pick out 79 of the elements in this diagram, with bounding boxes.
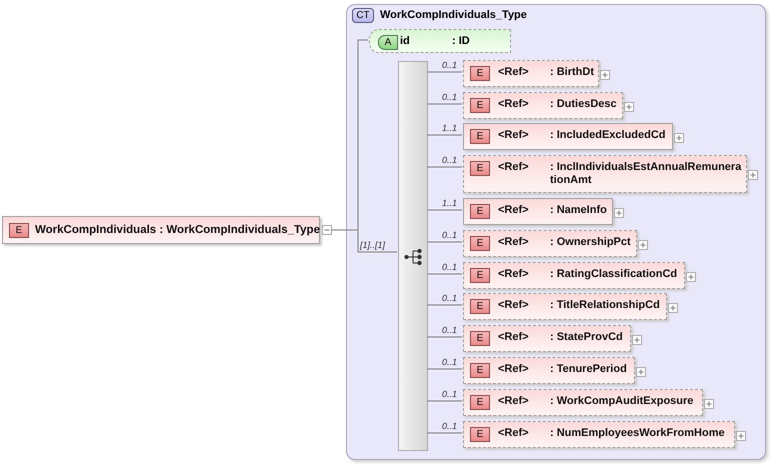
- element-name: : WorkCompAuditExposure: [550, 395, 694, 407]
- ref-label: <Ref>: [498, 129, 529, 141]
- element-box: [463, 357, 635, 384]
- ref-label: <Ref>: [498, 299, 529, 311]
- element-badge: E: [470, 66, 490, 81]
- cardinality-label: 0..1: [442, 230, 458, 240]
- element-badge: E: [470, 427, 490, 442]
- type-badge: CT: [352, 8, 374, 23]
- element-name: : NameInfo: [550, 204, 607, 216]
- element-name: : TenurePeriod: [550, 363, 627, 375]
- element-badge: E: [470, 129, 490, 144]
- element-badge: E: [470, 98, 490, 113]
- ref-label: <Ref>: [498, 331, 529, 343]
- connector-line: [426, 368, 462, 370]
- element-box: [463, 325, 631, 352]
- type-name: WorkCompIndividuals_Type: [380, 9, 527, 21]
- element-badge: E: [470, 395, 490, 410]
- element-box: [463, 123, 673, 150]
- element-name: : OwnershipPct: [550, 236, 631, 248]
- element-badge: E: [470, 204, 490, 219]
- ref-label: <Ref>: [498, 363, 529, 375]
- element-name: : ID: [452, 35, 470, 47]
- element-box: [463, 421, 735, 448]
- ref-label: <Ref>: [498, 161, 529, 173]
- cardinality-label: 0..1: [442, 357, 458, 367]
- attribute-badge: A: [378, 35, 398, 50]
- element-name: : BirthDt: [550, 66, 594, 78]
- connector-line: [426, 432, 462, 434]
- element-badge: E: [470, 236, 490, 251]
- attribute-name: id: [400, 35, 410, 47]
- element-badge: E: [470, 363, 490, 378]
- element-box: [463, 230, 637, 257]
- cardinality-label: 0..1: [442, 60, 458, 70]
- sequence-bar: [398, 61, 428, 451]
- element-box: [463, 262, 685, 289]
- element-box: [463, 293, 667, 320]
- element-badge: E: [470, 299, 490, 314]
- element-box: [463, 155, 747, 193]
- connector-line: [426, 134, 462, 136]
- element-name: : TitleRelationshipCd: [550, 299, 660, 311]
- cardinality-label: 0..1: [442, 389, 458, 399]
- connector-line: [426, 166, 462, 168]
- cardinality-label: 0..1: [442, 325, 458, 335]
- element-name: : IncludedExcludedCd: [550, 129, 666, 141]
- cardinality-label: 0..1: [442, 92, 458, 102]
- element-box: [463, 198, 613, 225]
- ref-label: <Ref>: [498, 236, 529, 248]
- connector-line: [426, 400, 462, 402]
- element-box: [463, 60, 599, 87]
- ref-label: <Ref>: [498, 268, 529, 280]
- element-box: [2, 216, 320, 244]
- cardinality-label: 0..1: [442, 262, 458, 272]
- complex-type-panel: [346, 4, 766, 460]
- element-badge: E: [470, 161, 490, 176]
- ref-label: <Ref>: [498, 98, 529, 110]
- element-name: : DutiesDesc: [550, 98, 617, 110]
- element-name: : InclIndividualsEstAnnualRemunerationAmt: [550, 161, 742, 187]
- element-box: [463, 389, 703, 416]
- cardinality-label: 0..1: [442, 293, 458, 303]
- element-name: : RatingClassificationCd: [550, 268, 678, 280]
- connector-line: [426, 304, 462, 306]
- element-name: WorkCompIndividuals : WorkCompIndividuals_Type: [35, 224, 320, 236]
- attribute-box: [369, 29, 511, 53]
- ref-label: <Ref>: [498, 427, 529, 439]
- element-box: [463, 92, 623, 119]
- element-badge: E: [9, 223, 29, 238]
- element-name: : NumEmployeesWorkFromHome: [550, 427, 725, 439]
- element-badge: E: [470, 331, 490, 346]
- cardinality-label: 0..1: [442, 421, 458, 431]
- element-name: : StateProvCd: [550, 331, 623, 343]
- cardinality-label: 1..1: [442, 123, 458, 133]
- cardinality-label: 0..1: [442, 155, 458, 165]
- cardinality-label: 1..1: [442, 198, 458, 208]
- cardinality-label: [1]..[1]: [360, 240, 386, 250]
- connector-line: [426, 336, 462, 338]
- ref-label: <Ref>: [498, 395, 529, 407]
- ref-label: <Ref>: [498, 204, 529, 216]
- ref-label: <Ref>: [498, 66, 529, 78]
- element-badge: E: [470, 268, 490, 283]
